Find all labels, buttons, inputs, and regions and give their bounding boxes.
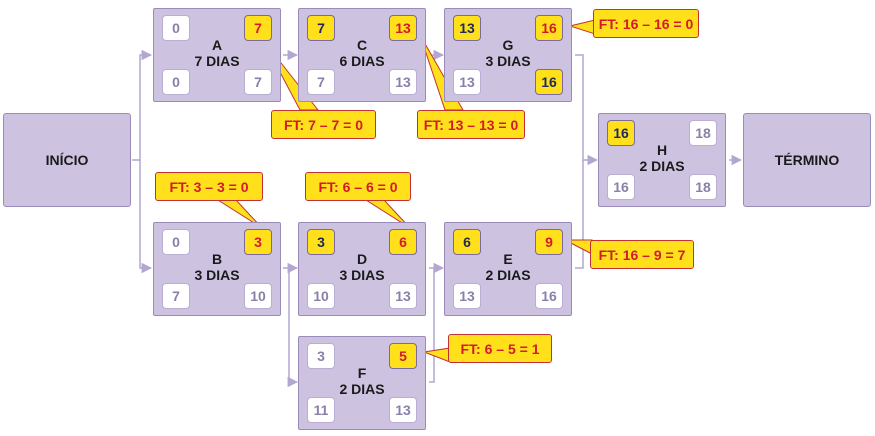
- latest-finish: 18: [689, 174, 717, 200]
- activity-name: C: [356, 37, 368, 53]
- connector-start-a: [132, 49, 153, 161]
- pointer-g: [568, 19, 596, 35]
- float-callout-b: FT: 3 – 3 = 0: [155, 172, 263, 201]
- latest-finish: 16: [535, 69, 563, 95]
- activity-name: A: [211, 37, 223, 53]
- activity-label: H 2 DIAS: [599, 142, 725, 174]
- connector-b-f: [287, 268, 299, 388]
- connector-f-e: [429, 268, 435, 383]
- activity-label: B 3 DIAS: [154, 251, 280, 283]
- latest-start: 10: [307, 283, 335, 309]
- connector-e-h: [575, 160, 584, 269]
- earliest-start: 6: [453, 229, 481, 255]
- earliest-finish: 13: [389, 15, 417, 41]
- latest-finish: 13: [389, 69, 417, 95]
- latest-start: 7: [307, 69, 335, 95]
- activity-e: 6 9 E 2 DIAS 13 16: [444, 222, 572, 316]
- activity-h: 16 18 H 2 DIAS 16 18: [598, 113, 726, 207]
- latest-finish: 13: [389, 397, 417, 423]
- pointer-f: [422, 347, 451, 363]
- earliest-finish: 18: [689, 120, 717, 146]
- latest-start: 13: [453, 69, 481, 95]
- earliest-start: 16: [607, 120, 635, 146]
- activity-d: 3 6 D 3 DIAS 10 13: [298, 222, 426, 316]
- activity-name: G: [502, 37, 514, 53]
- activity-duration: 3 DIAS: [339, 267, 385, 283]
- activity-c: 7 13 C 6 DIAS 7 13: [298, 8, 426, 102]
- float-callout-d: FT: 6 – 6 = 0: [305, 172, 411, 201]
- earliest-finish: 5: [389, 343, 417, 369]
- activity-g: 13 16 G 3 DIAS 13 16: [444, 8, 572, 102]
- latest-start: 16: [607, 174, 635, 200]
- activity-label: G 3 DIAS: [445, 37, 571, 69]
- activity-name: H: [656, 142, 668, 158]
- earliest-start: 0: [162, 15, 190, 41]
- earliest-finish: 6: [389, 229, 417, 255]
- activity-name: E: [503, 251, 513, 267]
- latest-start: 7: [162, 283, 190, 309]
- earliest-start: 13: [453, 15, 481, 41]
- earliest-finish: 9: [535, 229, 563, 255]
- activity-name: B: [211, 251, 223, 267]
- end-node: TÉRMINO: [743, 113, 871, 207]
- activity-a: 0 7 A 7 DIAS 0 7: [153, 8, 281, 102]
- float-callout-c: FT: 13 – 13 = 0: [417, 110, 525, 139]
- activity-duration: 6 DIAS: [339, 53, 385, 69]
- latest-start: 0: [162, 69, 190, 95]
- latest-finish: 10: [244, 283, 272, 309]
- activity-duration: 3 DIAS: [485, 53, 531, 69]
- activity-label: A 7 DIAS: [154, 37, 280, 69]
- activity-b: 0 3 B 3 DIAS 7 10: [153, 222, 281, 316]
- float-callout-f: FT: 6 – 5 = 1: [448, 334, 552, 363]
- float-callout-a: FT: 7 – 7 = 0: [271, 110, 376, 139]
- float-callout-g: FT: 16 – 16 = 0: [593, 9, 699, 38]
- activity-label: E 2 DIAS: [445, 251, 571, 283]
- activity-duration: 3 DIAS: [194, 267, 240, 283]
- connector-g-h: [575, 54, 599, 166]
- latest-finish: 7: [244, 69, 272, 95]
- earliest-start: 0: [162, 229, 190, 255]
- earliest-start: 7: [307, 15, 335, 41]
- activity-label: F 2 DIAS: [299, 365, 425, 397]
- latest-finish: 13: [389, 283, 417, 309]
- float-callout-e: FT: 16 – 9 = 7: [590, 240, 694, 269]
- activity-name: D: [356, 251, 368, 267]
- latest-start: 11: [307, 397, 335, 423]
- activity-f: 3 5 F 2 DIAS 11 13: [298, 336, 426, 430]
- activity-duration: 2 DIAS: [339, 381, 385, 397]
- activity-label: D 3 DIAS: [299, 251, 425, 283]
- activity-duration: 7 DIAS: [194, 53, 240, 69]
- earliest-finish: 7: [244, 15, 272, 41]
- earliest-start: 3: [307, 229, 335, 255]
- activity-name: F: [357, 365, 367, 381]
- latest-finish: 16: [535, 283, 563, 309]
- latest-start: 13: [453, 283, 481, 309]
- activity-duration: 2 DIAS: [639, 158, 685, 174]
- earliest-start: 3: [307, 343, 335, 369]
- connector-start-b: [139, 160, 153, 274]
- activity-duration: 2 DIAS: [485, 267, 531, 283]
- earliest-finish: 3: [244, 229, 272, 255]
- earliest-finish: 16: [535, 15, 563, 41]
- start-node: INÍCIO: [3, 113, 131, 207]
- activity-label: C 6 DIAS: [299, 37, 425, 69]
